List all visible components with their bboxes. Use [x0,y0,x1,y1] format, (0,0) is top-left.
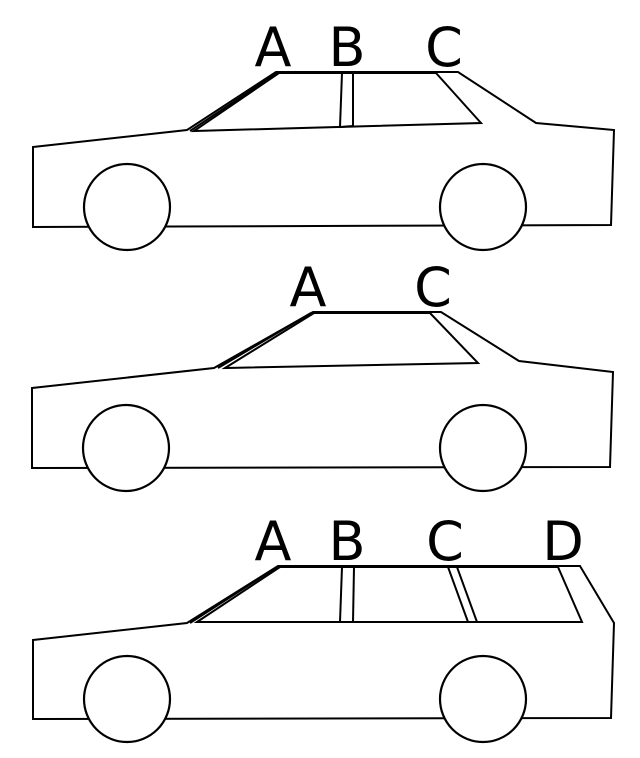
pillar-label-a: A [255,16,292,79]
pillar-label-a: A [255,510,292,573]
sedan-b-pillar [338,72,354,129]
pillar-label-b: B [328,510,365,573]
wagon-window [193,566,584,623]
wagon-a-pillar [189,566,278,624]
coupe-car: A C [31,256,615,493]
sedan-window [190,72,484,133]
wagon-b-pillar [338,566,356,623]
sedan-rear-wheel [438,162,528,252]
coupe-body [31,311,615,470]
coupe-rear-wheel [438,403,528,493]
sedan-body [32,71,616,229]
wagon-rear-wheel [438,654,528,744]
sedan-a-pillar [189,72,278,132]
coupe-window [221,312,481,370]
coupe-front-wheel [81,403,171,493]
pillar-label-d: D [542,510,584,573]
pillar-label-b: B [328,16,365,79]
pillar-label-c: C [426,510,464,573]
wagon-car: A B C D [32,510,616,744]
pillar-label-a: A [290,256,327,319]
pillar-label-c: C [425,16,463,79]
wagon-c-pillar [446,566,479,623]
sedan-car: A B C [32,16,616,252]
pillar-label-c: C [414,256,452,319]
wagon-front-wheel [82,654,172,744]
sedan-front-wheel [82,162,172,252]
coupe-a-pillar [217,312,312,369]
